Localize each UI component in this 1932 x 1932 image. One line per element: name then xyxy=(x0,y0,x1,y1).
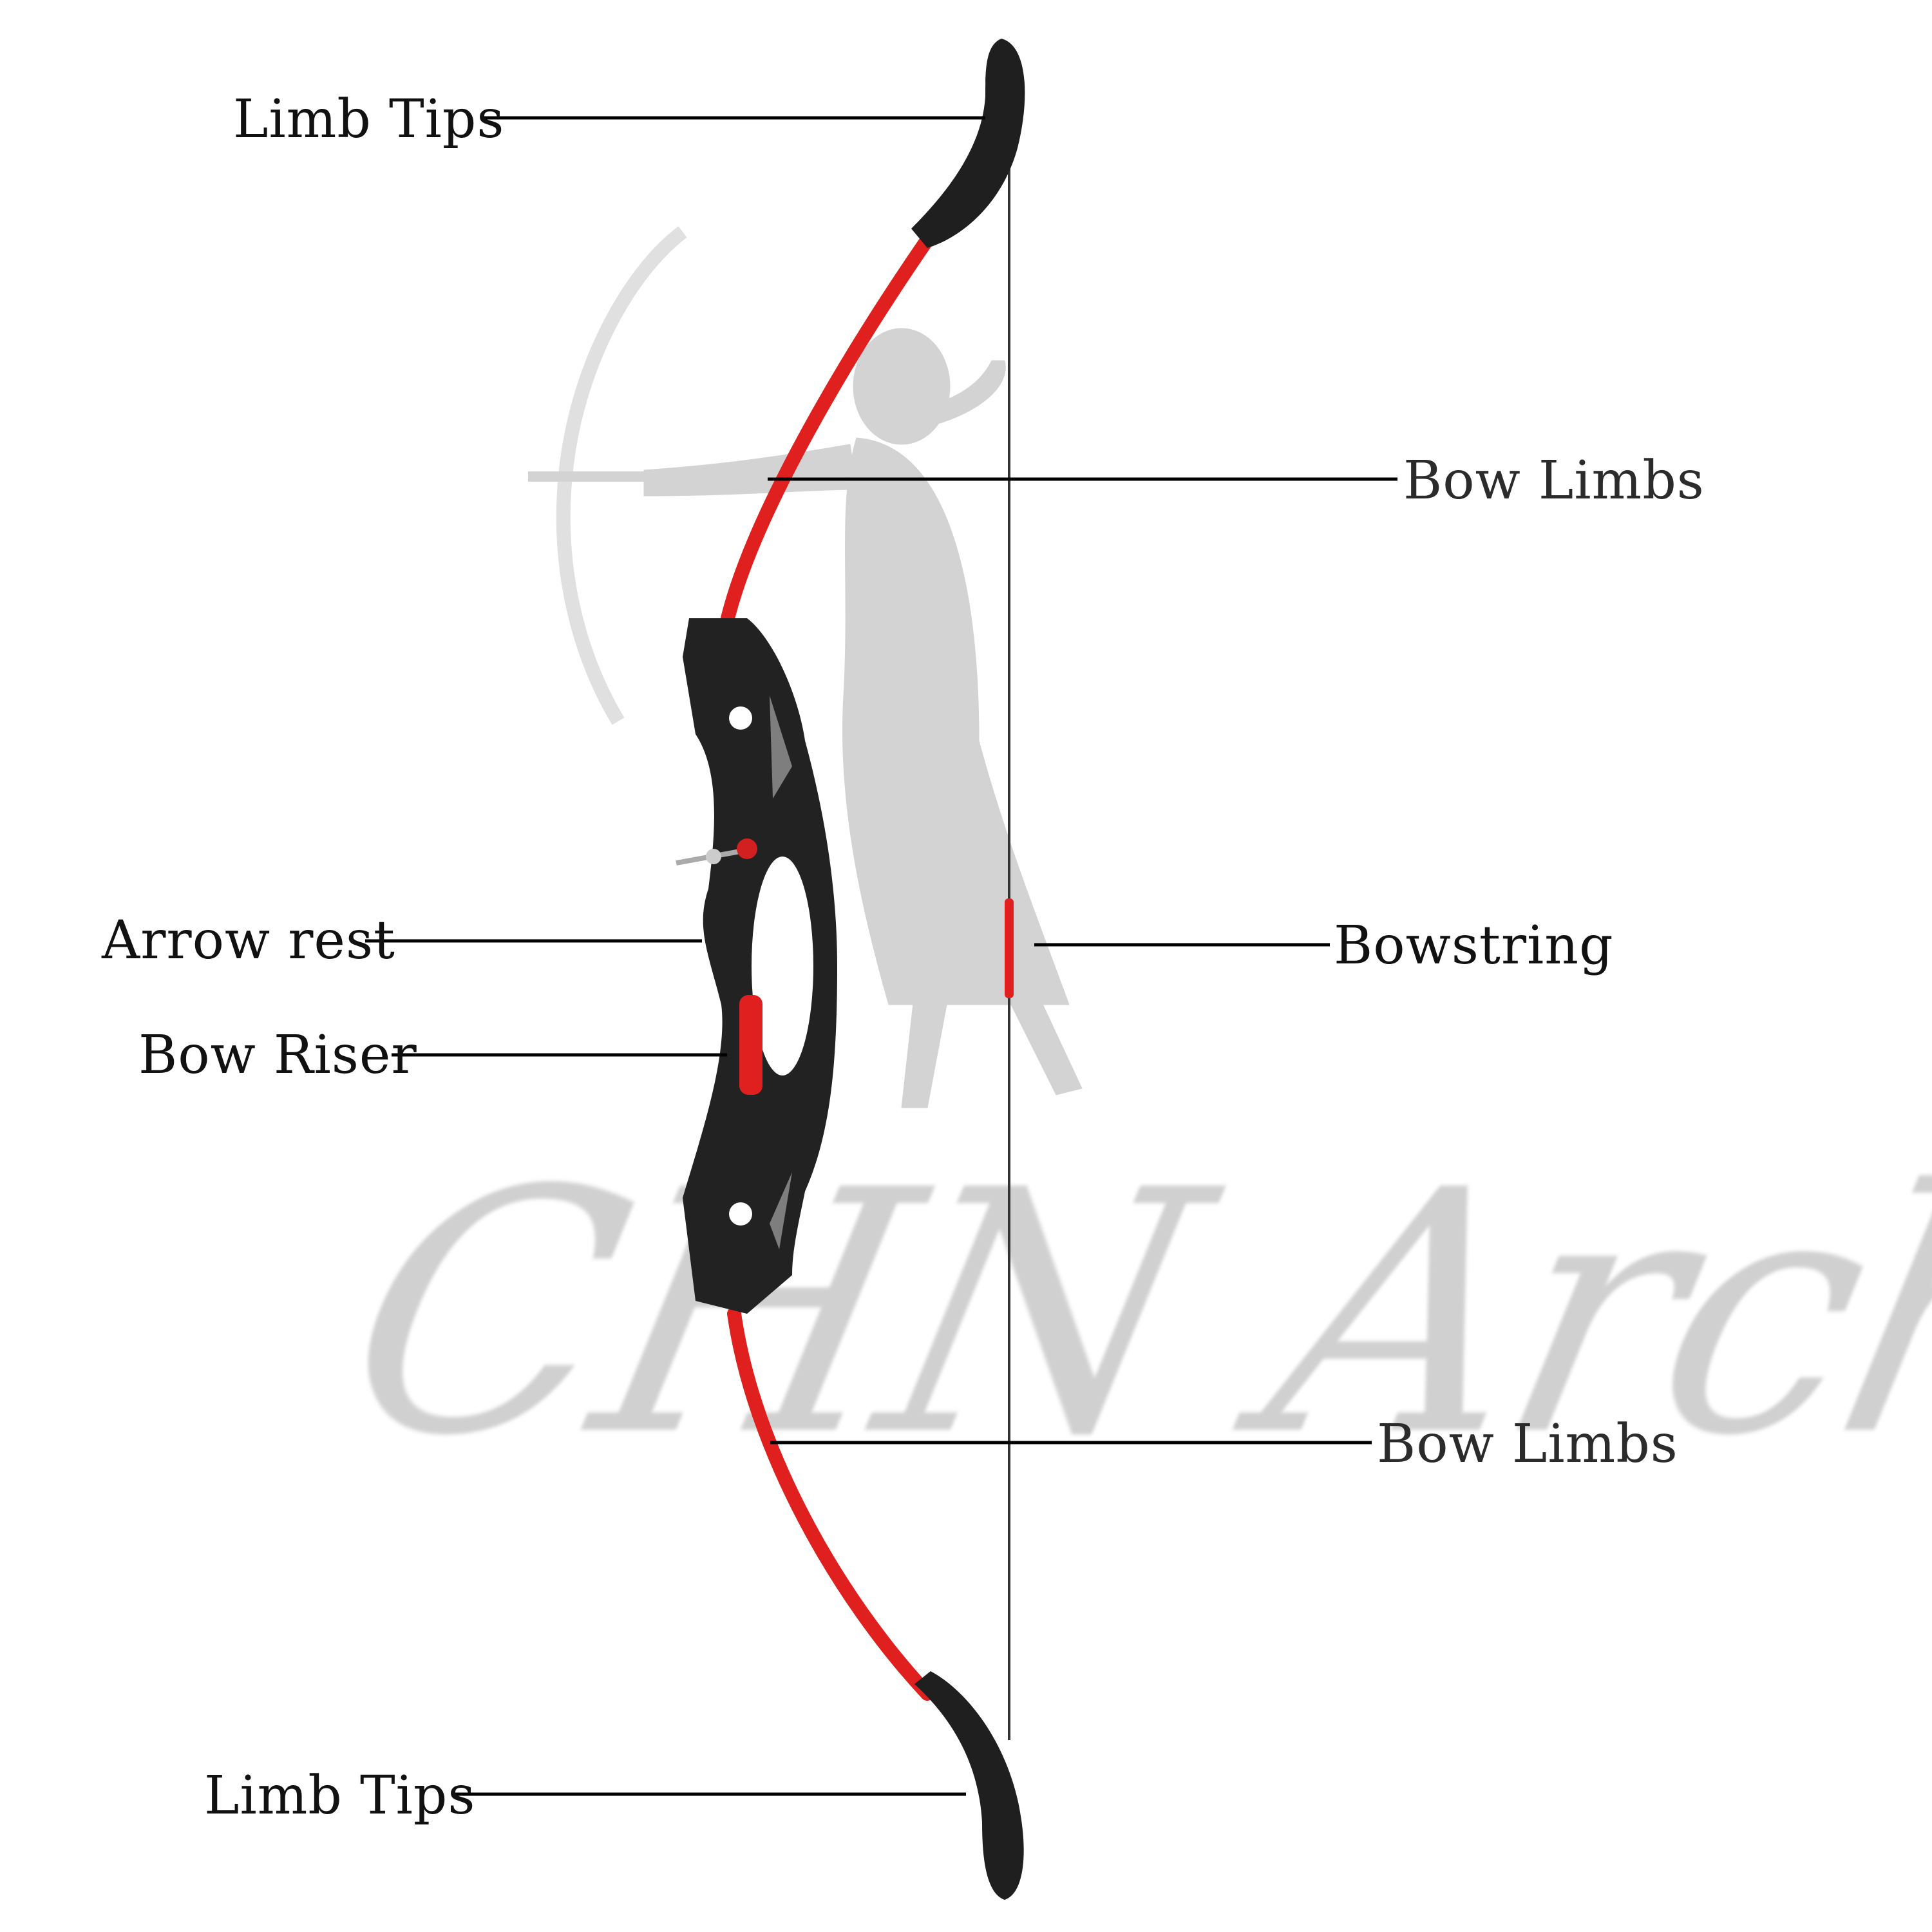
riser xyxy=(683,618,837,1314)
archer-silhouette-watermark xyxy=(528,226,1083,1108)
lower-limb-tip xyxy=(914,1671,1024,1900)
nocking-serving xyxy=(1005,898,1014,998)
label-limb-tips-top: Limb Tips xyxy=(233,89,505,150)
leader-lines xyxy=(365,116,1397,1796)
label-bow-limbs-bottom: Bow Limbs xyxy=(1377,1414,1678,1475)
lower-limb xyxy=(727,1307,934,1701)
label-bowstring: Bowstring xyxy=(1334,915,1614,976)
arrow-rest-plunger xyxy=(676,838,757,866)
upper-limb xyxy=(721,228,938,625)
label-arrow-rest: Arrow rest xyxy=(102,910,395,971)
label-limb-tips-bottom: Limb Tips xyxy=(204,1765,476,1826)
label-bow-riser: Bow Riser xyxy=(138,1025,417,1086)
label-bow-limbs-top: Bow Limbs xyxy=(1403,450,1705,511)
upper-limb-tip xyxy=(911,39,1025,248)
